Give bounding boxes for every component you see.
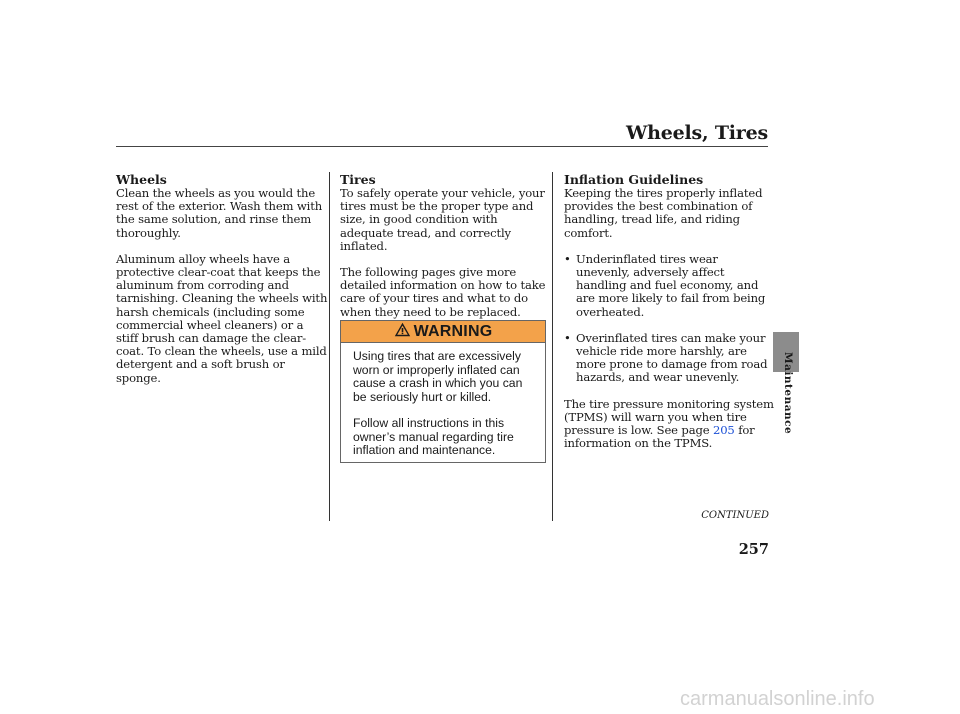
inflation-paragraph-1: Keeping the tires properly inflated prov… — [564, 186, 763, 240]
wheels-paragraph-1: Clean the wheels as you would the rest o… — [116, 186, 323, 240]
inflation-section: Inflation Guidelines Keeping the tires p… — [564, 173, 774, 463]
page-205-link[interactable]: 205 — [712, 423, 735, 438]
inflation-heading: Inflation Guidelines — [564, 172, 704, 187]
column-divider-2 — [552, 172, 553, 521]
wheels-heading: Wheels — [116, 172, 167, 187]
warning-header: WARNING — [341, 321, 545, 343]
warning-box: WARNING Using tires that are excessively… — [340, 320, 546, 463]
warning-label: WARNING — [413, 322, 493, 340]
tpms-text-before: The tire pressure monitoring system (TPM… — [564, 396, 774, 438]
bullet-underinflated: Underinflated tires wear unevenly, adver… — [564, 252, 774, 319]
section-tab-label: Maintenance — [782, 352, 794, 435]
column-divider-1 — [329, 172, 330, 521]
tpms-paragraph: The tire pressure monitoring system (TPM… — [564, 396, 774, 451]
tpms-text-after: for information on the TPMS. — [564, 423, 755, 451]
tires-paragraph-2: The following pages give more detailed i… — [340, 265, 546, 319]
tires-section: Tires To safely operate your vehicle, yo… — [340, 173, 548, 332]
page-title: Wheels, Tires — [625, 122, 768, 144]
bullet-overinflated: Overinflated tires can make your vehicle… — [564, 331, 774, 385]
page-number: 257 — [738, 541, 769, 558]
tires-heading: Tires — [340, 172, 376, 187]
warning-paragraph-2: Follow all instructions in this owner’s … — [353, 416, 514, 457]
inflation-bullet-list: Underinflated tires wear unevenly, adver… — [564, 252, 774, 385]
warning-paragraph-1: Using tires that are excessively worn or… — [353, 349, 523, 404]
continued-label: CONTINUED — [701, 510, 769, 521]
wheels-paragraph-2: Aluminum alloy wheels have a protective … — [116, 251, 328, 385]
wheels-section: Wheels Clean the wheels as you would the… — [116, 173, 328, 398]
title-rule — [116, 146, 768, 147]
watermark: carmanualsonline.info — [680, 688, 875, 710]
warning-triangle-icon — [394, 322, 411, 341]
tires-paragraph-1: To safely operate your vehicle, your tir… — [340, 186, 545, 253]
section-tab-marker — [773, 332, 799, 372]
